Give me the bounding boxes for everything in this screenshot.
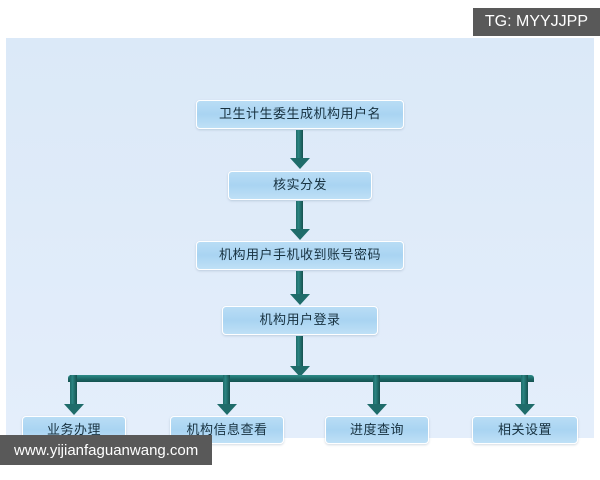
arrow-head <box>290 158 310 169</box>
down-arrow-icon-to-progress <box>367 375 387 417</box>
flow-node-related-settings[interactable]: 相关设置 <box>472 416 578 444</box>
arrow-shaft <box>296 271 303 295</box>
arrow-shaft <box>70 375 77 405</box>
down-arrow-icon-generate-to-verify <box>290 130 310 170</box>
canvas-right-gutter <box>594 38 600 438</box>
flow-node-generate-username[interactable]: 卫生计生委生成机构用户名 <box>196 100 404 129</box>
website-watermark: www.yijianfaguanwang.com <box>0 435 213 465</box>
arrow-head <box>367 404 387 415</box>
arrow-head <box>290 294 310 305</box>
arrow-shaft <box>296 201 303 230</box>
flow-node-institution-info[interactable]: 机构信息查看 <box>170 416 284 444</box>
flow-node-user-login[interactable]: 机构用户登录 <box>222 306 378 335</box>
arrow-shaft <box>521 375 528 405</box>
canvas-left-gutter <box>0 38 6 438</box>
flowchart-canvas: 卫生计生委生成机构用户名 核实分发 机构用户手机收到账号密码 机构用户登录 业务… <box>0 38 600 444</box>
flow-node-verify-distribute[interactable]: 核实分发 <box>228 171 372 200</box>
branch-connector-bar <box>68 375 534 382</box>
arrow-head <box>217 404 237 415</box>
arrow-shaft <box>296 130 303 159</box>
down-arrow-icon-to-info <box>217 375 237 417</box>
arrow-head <box>515 404 535 415</box>
flow-node-receive-credentials[interactable]: 机构用户手机收到账号密码 <box>196 241 404 270</box>
down-arrow-icon-verify-to-receive <box>290 201 310 241</box>
down-arrow-icon-to-settings <box>515 375 535 417</box>
arrow-shaft <box>296 336 303 367</box>
arrow-shaft <box>223 375 230 405</box>
arrow-head <box>290 366 310 377</box>
down-arrow-icon-login-to-branches <box>290 336 310 378</box>
arrow-head <box>64 404 84 415</box>
arrow-head <box>290 229 310 240</box>
arrow-shaft <box>373 375 380 405</box>
telegram-watermark: TG: MYYJJPP <box>472 8 600 36</box>
down-arrow-icon-to-business <box>64 375 84 417</box>
down-arrow-icon-receive-to-login <box>290 271 310 306</box>
flow-node-progress-query[interactable]: 进度查询 <box>325 416 429 444</box>
